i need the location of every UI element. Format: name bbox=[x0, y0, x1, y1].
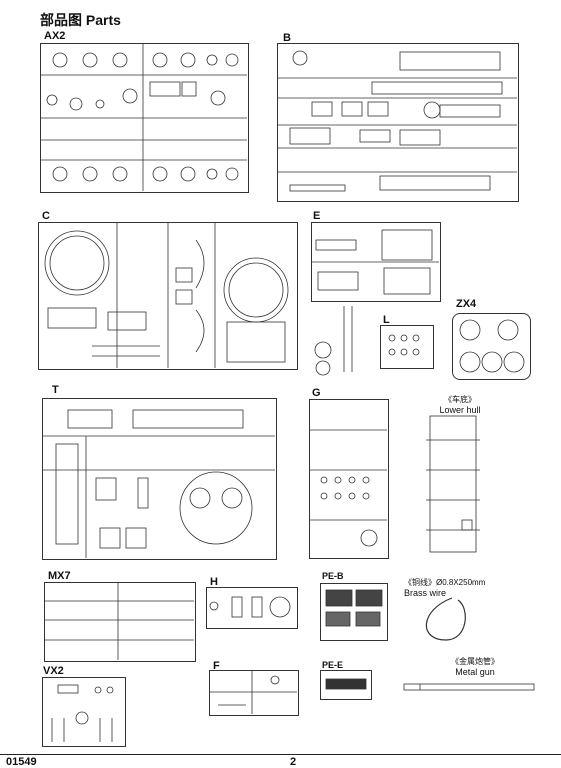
brass-wire-cn: 《铜线》Ø0.8X250mm bbox=[404, 578, 486, 587]
label-pe-b: PE-B bbox=[322, 571, 344, 581]
sprue-f bbox=[209, 670, 299, 716]
label-g: G bbox=[312, 387, 321, 399]
label-b: B bbox=[283, 32, 291, 44]
sprue-b bbox=[277, 43, 519, 202]
label-h: H bbox=[210, 576, 218, 588]
label-t: T bbox=[52, 384, 59, 396]
label-vx2: VX2 bbox=[43, 665, 64, 677]
page-title: 部品图 Parts bbox=[40, 12, 121, 28]
lower-hull-caption: 《车底》 Lower hull bbox=[430, 395, 490, 415]
lower-hull-en: Lower hull bbox=[439, 405, 481, 415]
sprue-l bbox=[380, 325, 434, 369]
sprue-mx7 bbox=[44, 582, 196, 662]
brass-wire-caption: 《铜线》Ø0.8X250mm Brass wire bbox=[404, 578, 504, 598]
footer-code: 01549 bbox=[6, 756, 37, 768]
ax2-wheels bbox=[46, 52, 239, 182]
label-zx4: ZX4 bbox=[456, 298, 477, 310]
metal-gun-en: Metal gun bbox=[455, 667, 495, 677]
label-pe-e: PE-E bbox=[322, 660, 344, 670]
label-ax2: AX2 bbox=[44, 30, 66, 42]
brass-wire-en: Brass wire bbox=[404, 588, 447, 598]
label-f: F bbox=[213, 660, 220, 672]
label-c: C bbox=[42, 210, 50, 222]
metal-gun-caption: 《金属炮管》 Metal gun bbox=[440, 657, 510, 677]
lower-hull-cn: 《车底》 bbox=[444, 395, 476, 404]
sprue-zx4 bbox=[452, 313, 531, 380]
label-e: E bbox=[313, 210, 321, 222]
label-mx7: MX7 bbox=[48, 570, 71, 582]
page-number: 2 bbox=[290, 756, 297, 768]
metal-gun-cn: 《金属炮管》 bbox=[451, 657, 499, 666]
footer-rule bbox=[0, 754, 561, 755]
label-l: L bbox=[383, 314, 390, 326]
